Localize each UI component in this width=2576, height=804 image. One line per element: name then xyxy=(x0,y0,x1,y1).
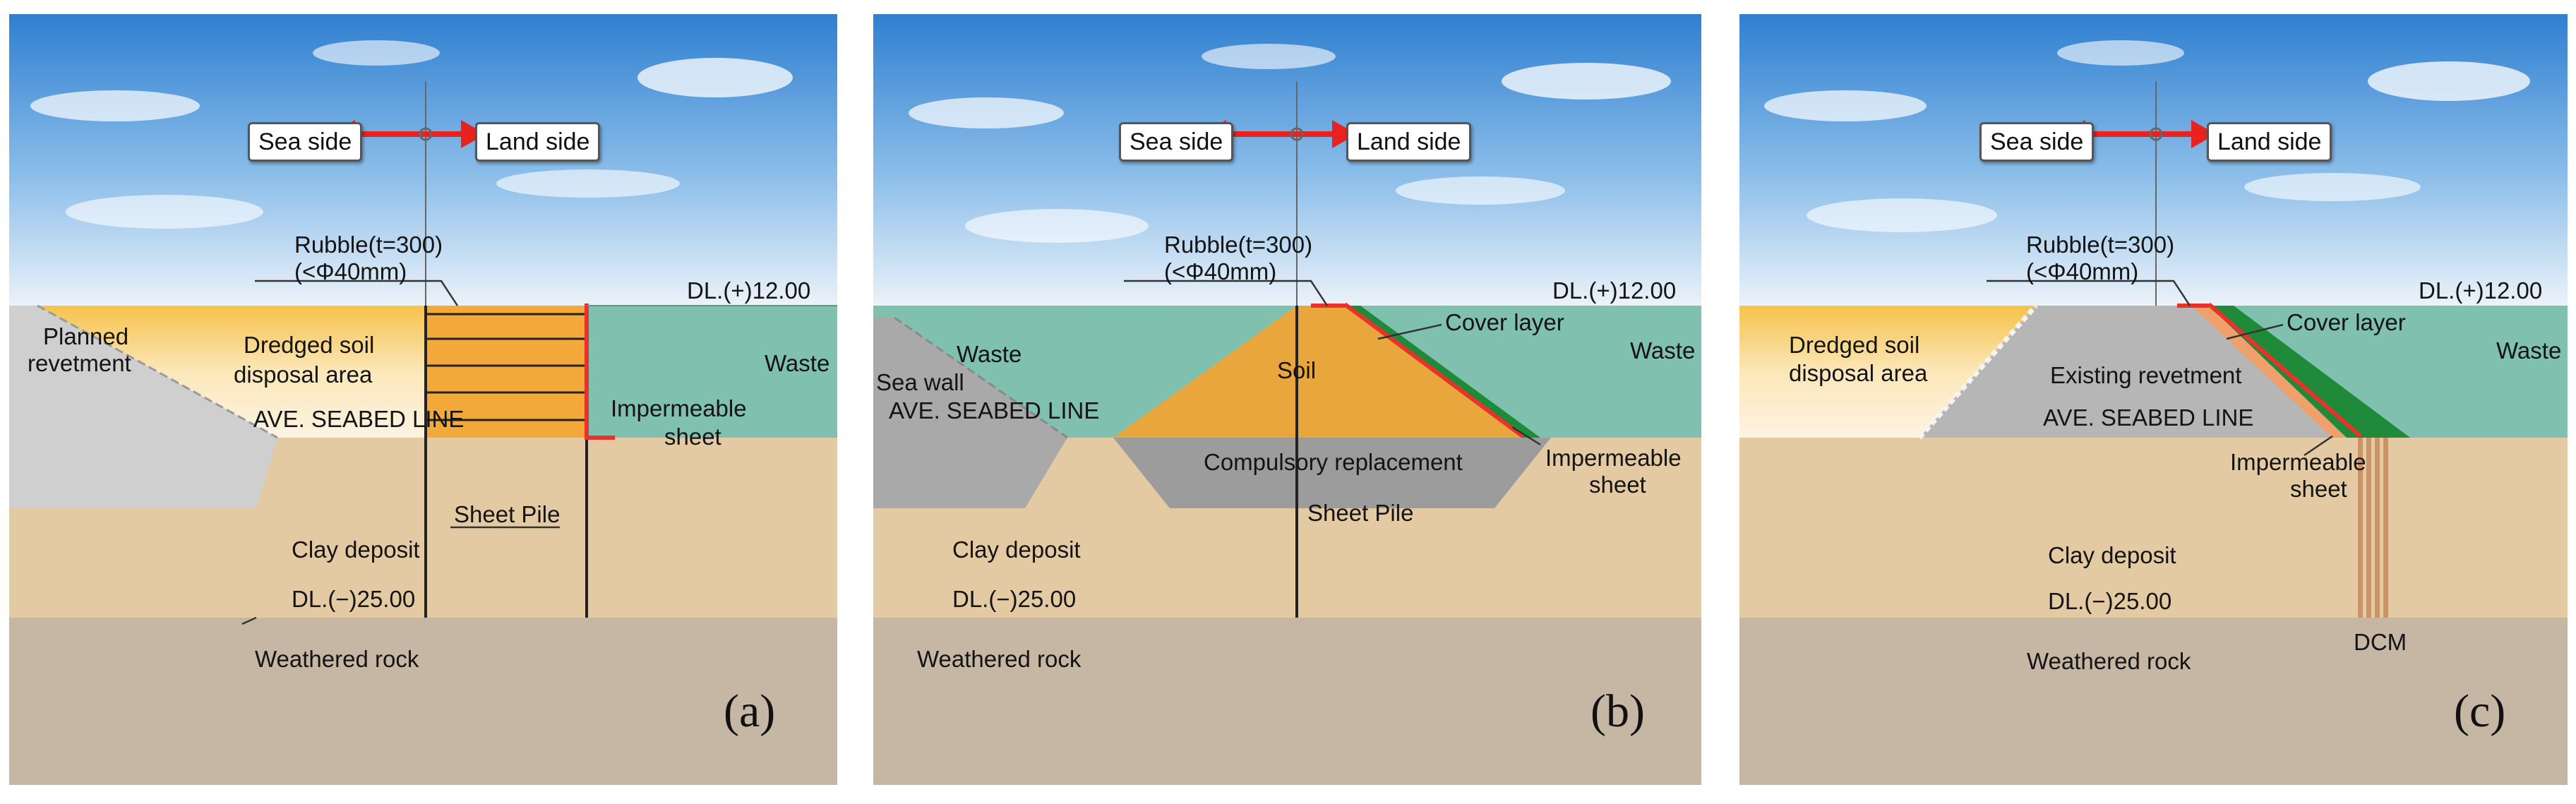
existing-revetment-label: Existing revetment xyxy=(2050,362,2242,388)
panel-b: Sea side Land side Rubble(t=300) (<Φ40mm… xyxy=(873,14,1701,785)
sheet-pile-fill xyxy=(426,306,587,438)
land-side-label: Land side xyxy=(1346,122,1472,162)
panel-c-tag: (c) xyxy=(2454,685,2506,737)
arrow-right xyxy=(461,120,486,148)
sheet-pile-label: Sheet Pile xyxy=(454,501,561,527)
planned-revetment-label-2: revetment xyxy=(28,350,131,376)
cloud xyxy=(66,195,263,229)
panel-a: Sea side Land side Rubble(t=300) (<Φ40mm… xyxy=(9,14,837,785)
panel-c: Sea side Land side Rubble(t=300) (<Φ40mm… xyxy=(1739,14,2568,785)
impermeable-label-2: sheet xyxy=(664,424,721,450)
waste-label: Waste xyxy=(765,350,830,376)
soil-label: Soil xyxy=(1277,357,1317,383)
cloud xyxy=(637,58,793,97)
rock-layer xyxy=(873,618,1701,785)
rubble-label: Rubble(t=300) xyxy=(2026,232,2175,258)
panel-c-drawing xyxy=(1739,14,2568,785)
sheet-pile-label: Sheet Pile xyxy=(1307,500,1414,526)
dl-top-label: DL.(+)12.00 xyxy=(2419,277,2543,304)
sea-side-label: Sea side xyxy=(1119,122,1234,162)
clay-label: Clay deposit xyxy=(292,536,420,563)
waste-label-left: Waste xyxy=(957,341,1022,367)
rock-label: Weathered rock xyxy=(255,646,419,672)
panel-a-tag: (a) xyxy=(724,685,776,737)
rubble-label: Rubble(t=300) xyxy=(294,232,443,258)
cloud xyxy=(30,90,200,121)
sea-wall xyxy=(873,318,1067,508)
clay-layer xyxy=(1739,438,2568,618)
cloud xyxy=(496,169,680,198)
sea-side-label: Sea side xyxy=(248,122,363,162)
rubble-label: Rubble(t=300) xyxy=(1164,232,1313,258)
dl-top-label: DL.(+)12.00 xyxy=(1552,277,1677,304)
rubble-size-label: (<Φ40mm) xyxy=(2026,258,2139,284)
land-side-label: Land side xyxy=(475,122,601,162)
dredged-soil-label-2: disposal area xyxy=(1789,360,1928,386)
soil-embankment xyxy=(1113,306,1523,438)
panel-a-drawing xyxy=(9,14,837,785)
dredged-soil-label-2: disposal area xyxy=(234,361,373,388)
cloud xyxy=(313,40,440,66)
land-side-label: Land side xyxy=(2207,122,2332,162)
seabed-label: AVE. SEABED LINE xyxy=(889,397,1100,424)
waste-area xyxy=(587,306,837,438)
dl-top-label: DL.(+)12.00 xyxy=(687,277,811,304)
compulsory-replacement xyxy=(1113,438,1551,508)
rock-label: Weathered rock xyxy=(917,646,1082,672)
sea-side-label: Sea side xyxy=(1979,122,2095,162)
planned-revetment-label: Planned xyxy=(43,323,129,349)
replacement-label: Compulsory replacement xyxy=(1204,449,1463,475)
waste-label: Waste xyxy=(2496,337,2562,364)
dcm-label: DCM xyxy=(2354,629,2407,655)
rubble-size-label: (<Φ40mm) xyxy=(294,258,407,284)
impermeable-label: Impermeable xyxy=(2230,449,2366,475)
seabed-label: AVE. SEABED LINE xyxy=(253,406,465,432)
clay-label: Clay deposit xyxy=(2048,542,2176,568)
rubble-size-label: (<Φ40mm) xyxy=(1164,258,1277,284)
panel-b-drawing xyxy=(873,14,1701,785)
seabed-label: AVE. SEABED LINE xyxy=(2043,404,2254,431)
dcm-columns xyxy=(2358,438,2388,618)
cover-layer-label: Cover layer xyxy=(1445,309,1564,335)
existing-revetment xyxy=(1919,306,2332,438)
dl-bottom-label: DL.(−)25.00 xyxy=(292,586,416,612)
impermeable-label-2: sheet xyxy=(2290,476,2347,502)
sea-wall-label: Sea wall xyxy=(876,369,964,395)
impermeable-label-2: sheet xyxy=(1589,472,1646,498)
dredged-soil-label: Dredged soil xyxy=(1789,332,1920,358)
impermeable-label: Impermeable xyxy=(611,395,747,421)
planned-revetment xyxy=(9,306,277,508)
rock-layer xyxy=(9,618,837,785)
rock-layer xyxy=(1739,618,2568,785)
cover-layer xyxy=(2209,306,2410,438)
impermeable-sheet xyxy=(585,304,615,440)
clay-label: Clay deposit xyxy=(952,536,1081,563)
dl-bottom-label: DL.(−)25.00 xyxy=(952,586,1077,612)
impermeable-sheet xyxy=(2207,302,2362,438)
cover-layer-label: Cover layer xyxy=(2287,309,2406,335)
impermeable-label: Impermeable xyxy=(1545,445,1682,471)
dredged-soil-label: Dredged soil xyxy=(244,332,375,358)
rock-label: Weathered rock xyxy=(2027,648,2191,674)
panel-b-tag: (b) xyxy=(1590,685,1645,737)
dl-bottom-label: DL.(−)25.00 xyxy=(2048,588,2172,614)
waste-label-right: Waste xyxy=(1630,337,1696,364)
impermeable-sheet xyxy=(1343,302,1524,438)
